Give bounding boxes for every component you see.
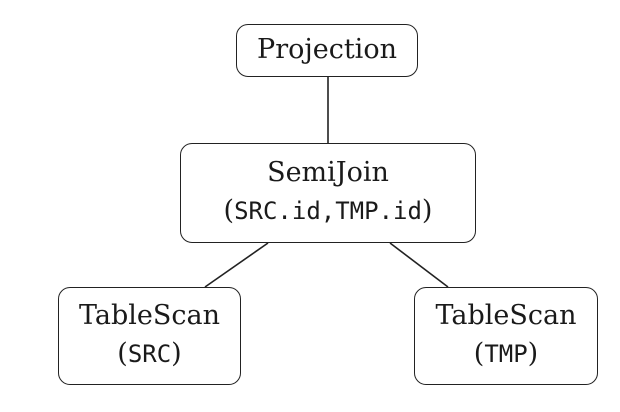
tablescan-tmp-arg: TMP — [484, 339, 528, 368]
tablescan-src-args-line: (SRC) — [117, 338, 181, 370]
tablescan-tmp-label: TableScan — [435, 299, 577, 331]
semijoin-close-paren: ) — [421, 194, 433, 226]
tablescan-src-open-paren: ( — [117, 337, 128, 369]
semijoin-open-paren: ( — [223, 194, 235, 226]
tablescan-src-arg: SRC — [127, 339, 172, 368]
tablescan-tmp-node: TableScan (TMP) — [414, 287, 598, 385]
edge-semijoin-scan-src — [204, 242, 269, 288]
tablescan-src-label: TableScan — [78, 299, 220, 331]
tablescan-tmp-args-line: (TMP) — [474, 338, 538, 370]
tablescan-src-node: TableScan (SRC) — [58, 287, 241, 385]
semijoin-label: SemiJoin — [267, 156, 389, 188]
tablescan-src-close-paren: ) — [171, 337, 182, 369]
tablescan-tmp-close-paren: ) — [527, 337, 539, 369]
projection-node: Projection — [236, 24, 418, 77]
semijoin-node: SemiJoin (SRC.id,TMP.id) — [180, 143, 476, 243]
semijoin-args-line: (SRC.id,TMP.id) — [224, 195, 433, 227]
semijoin-args: SRC.id,TMP.id — [234, 196, 422, 225]
projection-label: Projection — [257, 34, 397, 66]
tablescan-tmp-open-paren: ( — [473, 337, 485, 369]
edge-semijoin-scan-tmp — [389, 242, 449, 288]
